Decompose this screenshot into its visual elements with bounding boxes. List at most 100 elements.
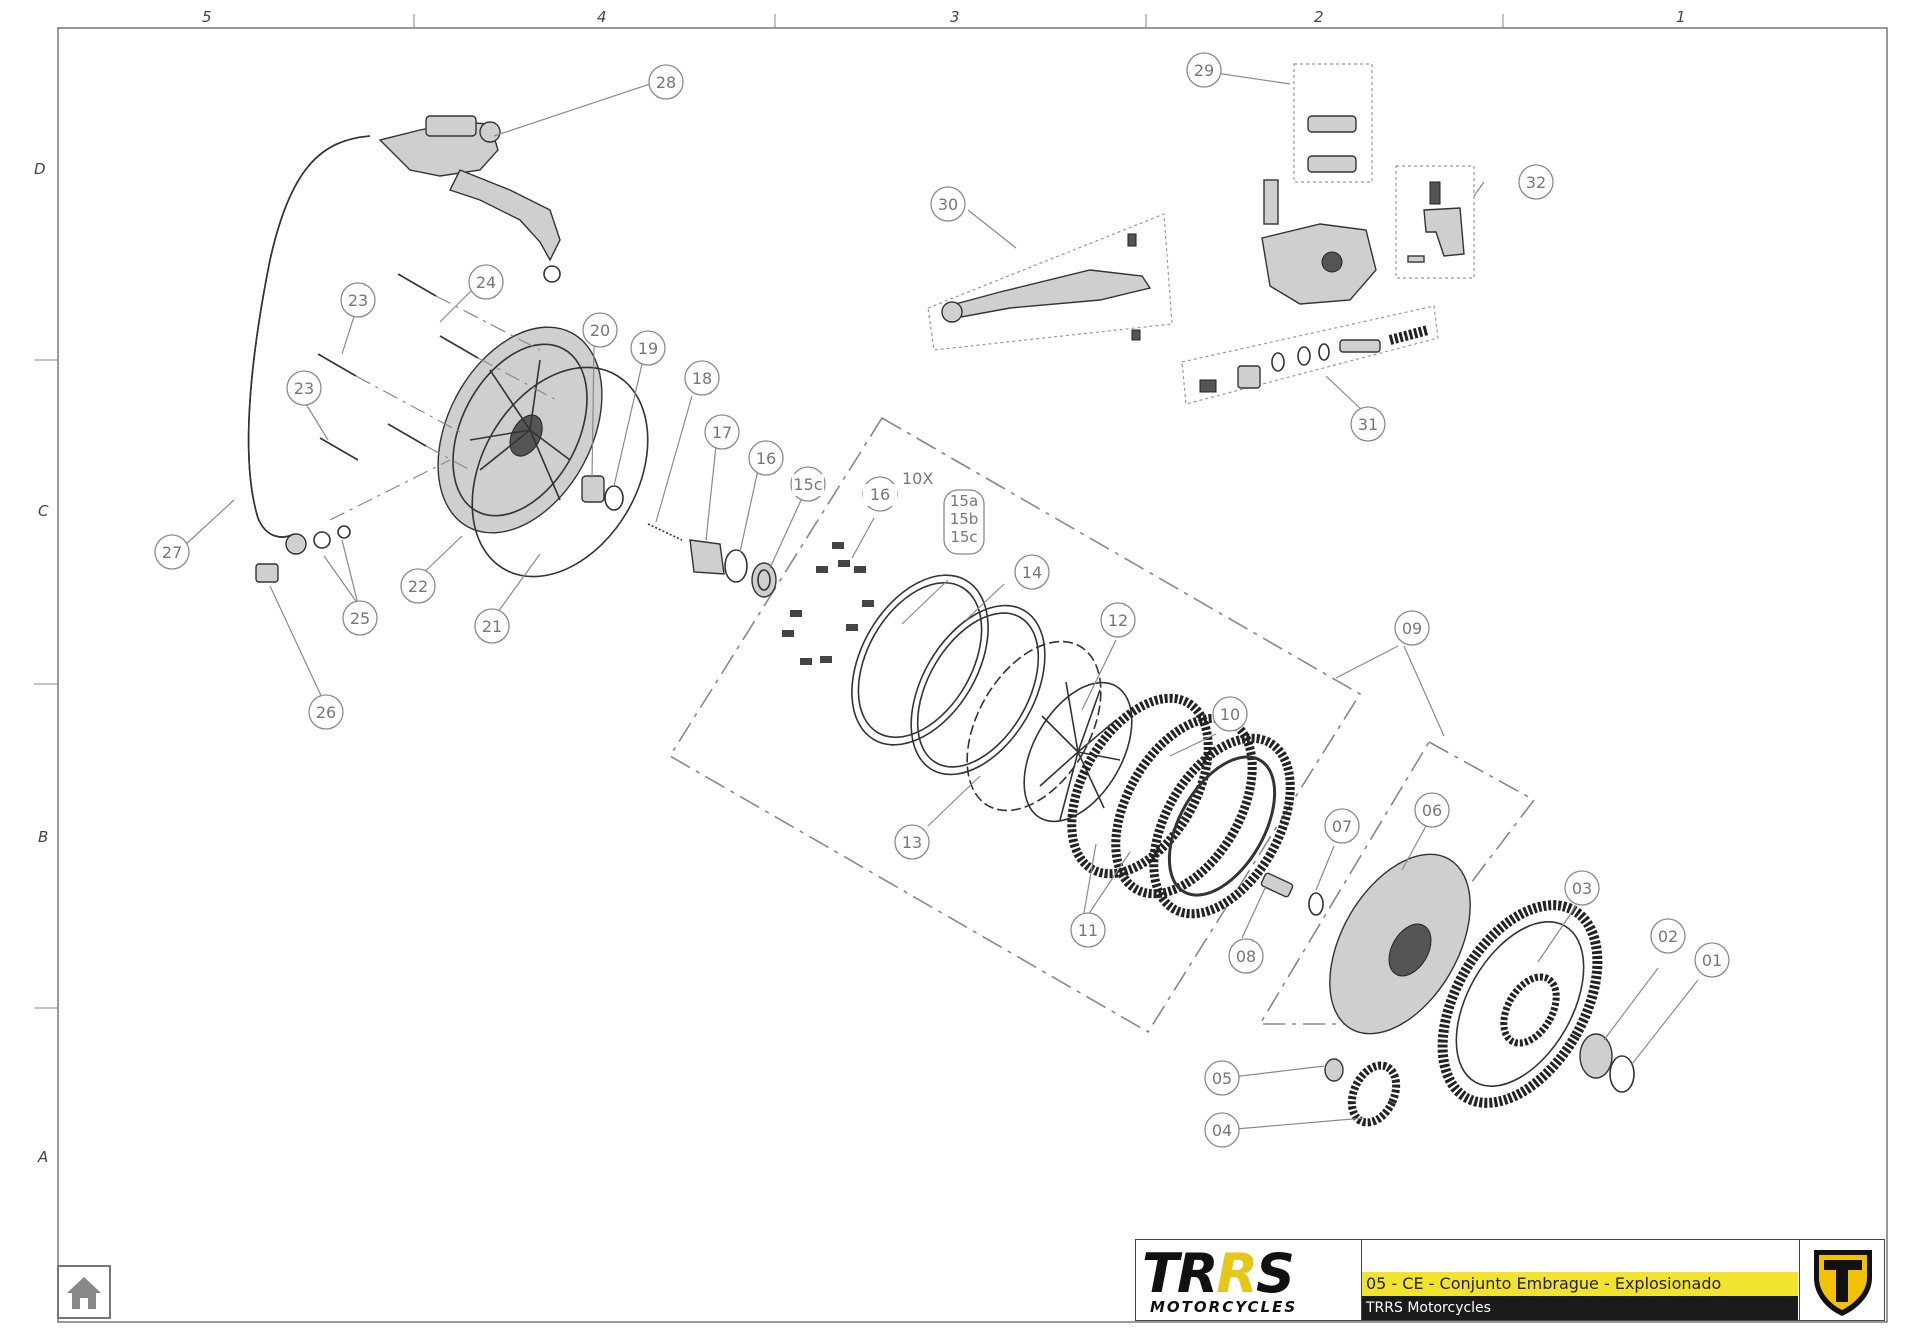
svg-text:27: 27 <box>162 543 182 562</box>
grid-row-d: D <box>34 160 46 178</box>
callout-25-bottom: 23 <box>286 370 322 406</box>
bearing-02 <box>1579 1033 1613 1079</box>
callout-17-label: 15c <box>792 474 824 496</box>
svg-text:16: 16 <box>756 449 776 468</box>
company-name: TRRS Motorcycles <box>1362 1296 1798 1320</box>
callout-30: 28 <box>648 64 684 100</box>
callout-21: 19 <box>630 330 666 366</box>
clutch-basket-03 <box>1437 900 1603 1108</box>
grid-row-b: B <box>38 828 49 846</box>
svg-text:28: 28 <box>656 73 676 92</box>
svg-text:05: 05 <box>1212 1069 1232 1088</box>
svg-text:01: 01 <box>1702 951 1722 970</box>
callout-33: 31 <box>1350 406 1386 442</box>
svg-text:10: 10 <box>1220 705 1240 724</box>
lever-32 <box>941 233 1152 341</box>
clutch-pack-group <box>668 416 1362 1034</box>
clutch-hub-06 <box>1329 853 1471 1035</box>
piston-kit-33 <box>1181 305 1439 405</box>
callout-14: 14 <box>1014 554 1050 590</box>
banjo-fitting <box>255 525 351 583</box>
plate-13 <box>966 640 1102 812</box>
clutch-cover <box>437 326 603 534</box>
callout-16-label: 16 <box>863 484 897 506</box>
callout-11: 11 <box>1070 912 1106 948</box>
release-parts <box>581 475 777 598</box>
svg-text:18: 18 <box>692 369 712 388</box>
callout-31: 29 <box>1186 52 1222 88</box>
cover-o-ring <box>471 366 649 578</box>
callout-06: 06 <box>1414 792 1450 828</box>
grid-row-a: A <box>38 1148 49 1166</box>
callout-34: 32 <box>1518 164 1554 200</box>
pressure-plate-15 <box>851 574 989 746</box>
callout-22: 20 <box>582 312 618 348</box>
svg-text:13: 13 <box>902 833 922 852</box>
svg-text:26: 26 <box>316 703 336 722</box>
svg-text:11: 11 <box>1078 921 1098 940</box>
master-cylinder-detail <box>1261 115 1377 305</box>
callout-13: 13 <box>894 824 930 860</box>
title-block: TRRS MOTORCYCLES 05 - CE - Conjunto Embr… <box>1135 1239 1885 1321</box>
callout-27: 25 <box>342 600 378 636</box>
svg-text:23: 23 <box>294 379 314 398</box>
spring-bolts <box>782 542 874 665</box>
drawing-frame <box>57 27 1888 1323</box>
svg-text:19: 19 <box>638 339 658 358</box>
callout-10: 10 <box>1212 696 1248 732</box>
callout-26: 24 <box>468 264 504 300</box>
grid-col-2: 2 <box>1314 8 1324 26</box>
callout-04: 04 <box>1204 1112 1240 1148</box>
home-button[interactable] <box>57 1265 111 1319</box>
callout-28: 26 <box>308 694 344 730</box>
drawing-title: 05 - CE - Conjunto Embrague - Explosiona… <box>1362 1272 1798 1296</box>
svg-text:14: 14 <box>1022 563 1042 582</box>
callout-32: 30 <box>930 186 966 222</box>
svg-text:25: 25 <box>350 609 370 628</box>
callout-15b: 15b <box>949 510 979 528</box>
shaft-08 <box>1260 872 1294 898</box>
multiplier-label: 10X <box>902 469 933 488</box>
spring-plate-fingers <box>1039 681 1121 821</box>
svg-text:24: 24 <box>476 273 496 292</box>
svg-text:12: 12 <box>1108 611 1128 630</box>
callout-23: 21 <box>474 608 510 644</box>
callout-03: 03 <box>1564 870 1600 906</box>
callout-24: 22 <box>400 568 436 604</box>
svg-text:02: 02 <box>1658 927 1678 946</box>
grid-row-c: C <box>38 502 49 520</box>
cover-bolts <box>317 273 479 461</box>
svg-text:06: 06 <box>1422 801 1442 820</box>
svg-text:20: 20 <box>590 321 610 340</box>
callout-29: 27 <box>154 534 190 570</box>
svg-text:21: 21 <box>482 617 502 636</box>
callout-01: 01 <box>1694 942 1730 978</box>
svg-text:30: 30 <box>938 195 958 214</box>
grid-col-4: 4 <box>597 8 607 26</box>
grid-col-5: 5 <box>202 8 212 26</box>
spring-plate-12 <box>1023 681 1133 823</box>
callout-19: 17 <box>704 414 740 450</box>
clamp-34 <box>1407 181 1465 263</box>
callout-25-top: 23 <box>340 282 376 318</box>
home-icon <box>67 1277 101 1309</box>
svg-text:32: 32 <box>1526 173 1546 192</box>
callout-07: 07 <box>1324 808 1360 844</box>
svg-text:08: 08 <box>1236 947 1256 966</box>
callout-15a: 15a <box>949 492 979 510</box>
master-cylinder <box>378 115 561 283</box>
svg-text:09: 09 <box>1402 619 1422 638</box>
svg-text:07: 07 <box>1332 817 1352 836</box>
callout-09: 09 <box>1394 610 1430 646</box>
washer-01 <box>1609 1055 1635 1093</box>
grid-col-3: 3 <box>950 8 960 26</box>
grid-col-1: 1 <box>1676 8 1686 26</box>
callout-02: 02 <box>1650 918 1686 954</box>
svg-text:03: 03 <box>1572 879 1592 898</box>
callout-18: 16 <box>748 440 784 476</box>
callout-05: 05 <box>1204 1060 1240 1096</box>
svg-text:17: 17 <box>712 423 732 442</box>
svg-text:22: 22 <box>408 577 428 596</box>
svg-text:29: 29 <box>1194 61 1214 80</box>
